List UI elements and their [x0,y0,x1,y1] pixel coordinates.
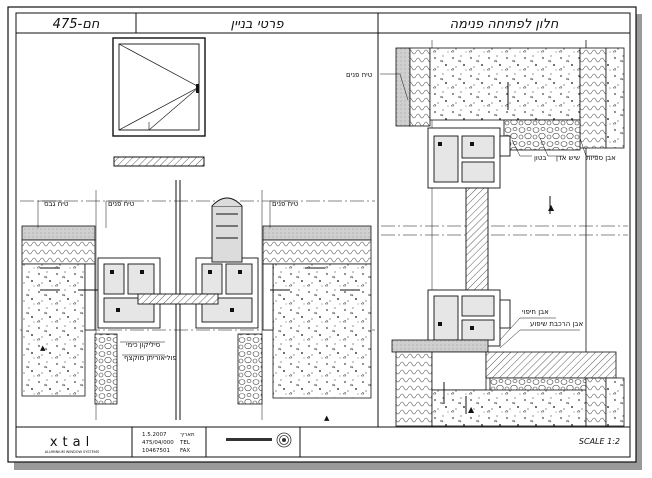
label-marble-sill: שיש אדן [556,154,580,162]
drawing-subject: פרטי בניין [230,17,284,32]
footer-date: 1.5.2007 [142,432,167,438]
frame-border [15,12,631,458]
label-stone-cladding: אבן חיפוי [522,308,549,316]
company-logo: xtal [50,435,94,450]
footer-phone-label: TEL [179,440,191,446]
orientation-mark-right: ▲ [324,414,330,422]
drawing-scale: SCALE 1:2 [579,437,620,446]
label-plaster-right: טיח פנים [272,200,299,208]
window-elevation [112,37,206,167]
label-plaster-mid: טיח פנים [108,200,135,208]
label-concrete: בטון [534,154,546,162]
footer-date-label: תאריך [180,432,195,438]
label-sealant: סיליקון כימי [126,341,161,349]
orientation-mark-left: ▲ [40,344,46,352]
label-drip-bar: אבן הרכבת שיפוע [530,320,583,328]
label-plaster-top: טיח פנים [346,71,373,79]
label-concrete-sill: אבן ספיות [586,154,616,162]
label-polystyrene: פוליאוריתן מוקצף [124,354,177,362]
label-plaster-left: טיח גבס [44,200,69,208]
company-tagline: ALUMINIUM WINDOW SYSTEMS [45,450,100,454]
footer-fax-label: FAX [180,448,190,454]
footer-fax: 10467501 [142,448,170,454]
orientation-mark-top: ▲ [548,203,555,212]
footer-phone: 475/04/000 [142,440,174,446]
horizontal-section: טיח גבס טיח פנים טיח פנים סיליקון כימי פ… [20,180,375,422]
vertical-section: טיח פנים בטון שיש אדן אבן ספיות אבן חיפו… [346,40,628,427]
header-strip: 475-חם פרטי בניין חלון לפתיחה פנימה [16,13,630,34]
footer-stamp-logo [226,432,292,448]
title-block: xtal ALUMINIUM WINDOW SYSTEMS 1.5.2007 ת… [16,426,630,457]
drawing-title: חלון לפתיחה פנימה [450,17,559,32]
orientation-mark-bottom: ▲ [468,405,475,414]
model-number: 475-חם [53,17,100,32]
